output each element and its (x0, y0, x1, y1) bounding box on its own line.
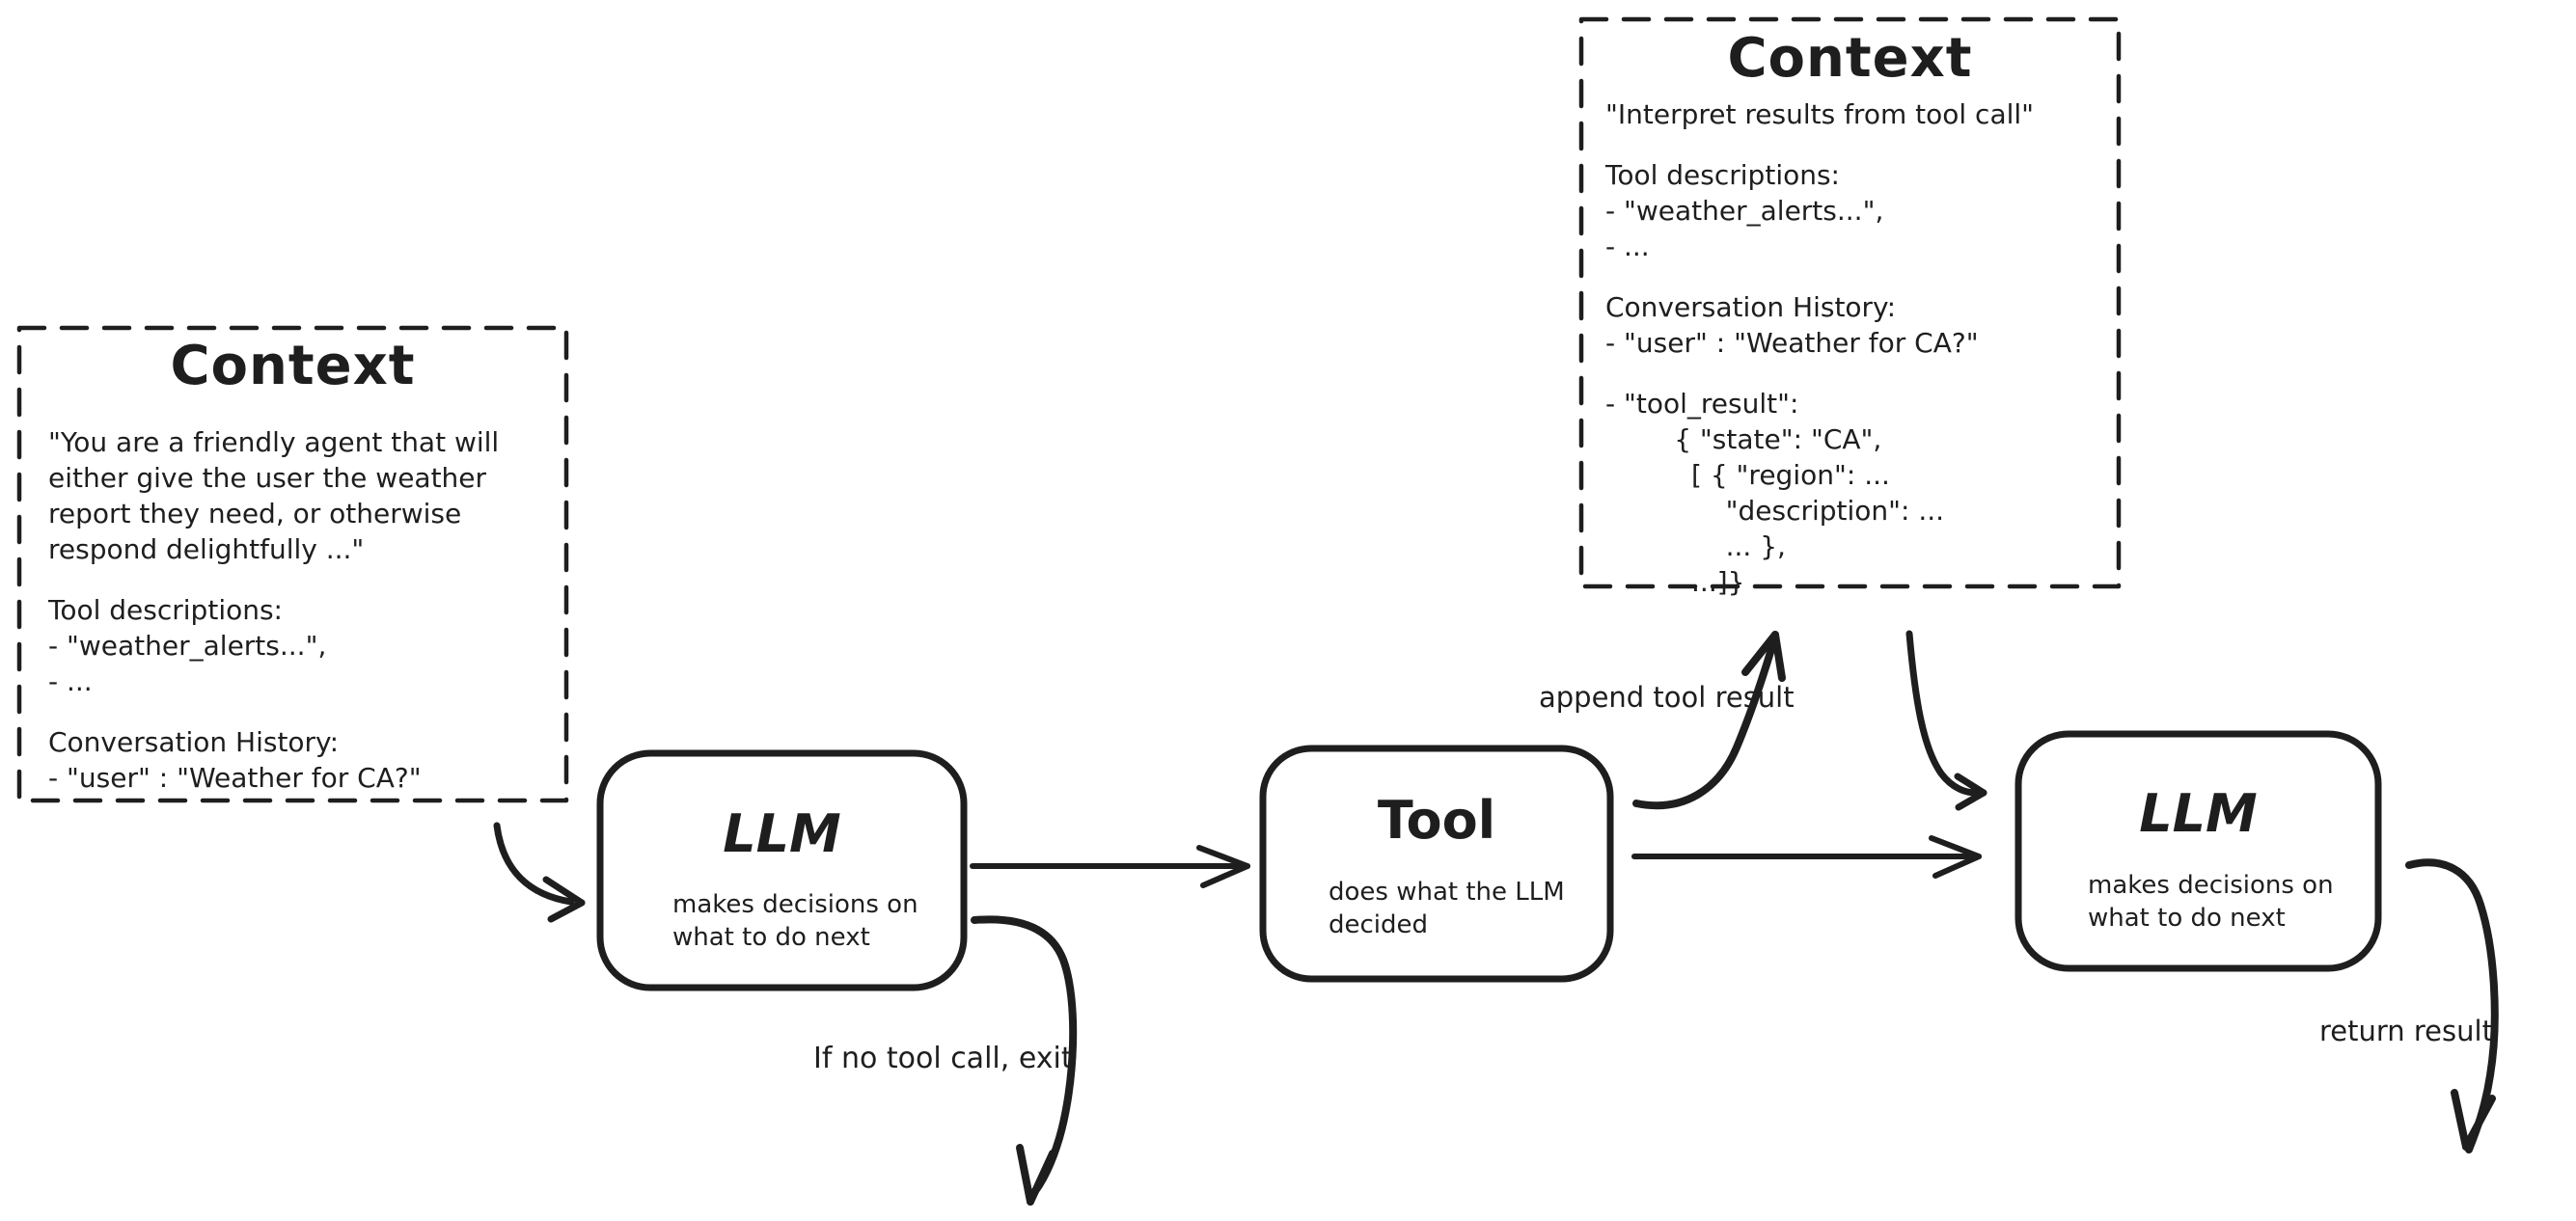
llm1-subtitle: makes decisions on what to do next (672, 890, 918, 952)
context2-tool-descriptions: Tool descriptions: - "weather_alerts..."… (1605, 159, 1884, 262)
context1-box (16, 325, 569, 803)
llm2-title: LLM (2139, 783, 2258, 844)
arrow-llm2-return (2405, 858, 2499, 1153)
label-if-no-tool-call-exit: If no tool call, exit (813, 1042, 1073, 1075)
arrow-context2-to-llm2 (1905, 630, 1987, 811)
tool-box (1259, 745, 1614, 983)
arrow-llm1-exit (971, 915, 1078, 1206)
context1-conversation-history: Conversation History: - "user" : "Weathe… (48, 726, 422, 794)
tool-title: Tool (1377, 790, 1496, 851)
context2-title: Context (1727, 27, 1973, 90)
context1-system-prompt: "You are a friendly agent that will eith… (48, 426, 500, 565)
label-append-tool-result: append tool result (1539, 681, 1795, 714)
context2-tool-result: - "tool_result": { "state": "CA", [ { "r… (1605, 388, 1945, 598)
arrow-tool-to-llm2 (1631, 835, 1982, 879)
tool-subtitle: does what the LLM decided (1329, 878, 1565, 939)
context1-tool-descriptions: Tool descriptions: - "weather_alerts..."… (48, 594, 327, 697)
context2-conversation-history: Conversation History: - "user" : "Weathe… (1605, 291, 1979, 359)
arrow-context1-to-llm1 (493, 822, 586, 923)
context2-body: "Interpret results from tool call" Tool … (1605, 96, 2107, 600)
context2-box (1578, 16, 2122, 589)
arrow-tool-to-context2 (1632, 631, 1786, 810)
context1-body: "You are a friendly agent that will eith… (48, 424, 560, 796)
llm2-subtitle: makes decisions on what to do next (2088, 871, 2334, 933)
llm1-box (596, 749, 968, 991)
context2-instruction: "Interpret results from tool call" (1605, 98, 2035, 130)
llm1-title: LLM (723, 803, 841, 864)
llm2-box (2014, 730, 2382, 972)
context1-title: Context (170, 335, 416, 397)
label-return-result: return result (2319, 1015, 2493, 1047)
arrow-llm1-to-tool (970, 845, 1250, 888)
